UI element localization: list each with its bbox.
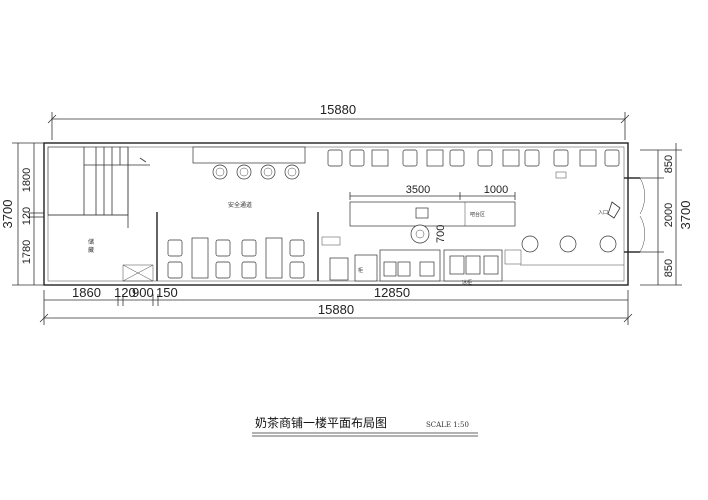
room-label-storage-2: 藏: [88, 246, 94, 254]
lower-left-dining: [167, 237, 305, 279]
dim-counter-depth: 700: [435, 225, 447, 243]
title-scale: SCALE 1:50: [426, 421, 469, 429]
dim-right-seg-3: 850: [663, 259, 675, 277]
dim-bottom-seg-1: 1860: [72, 285, 101, 300]
dim-top-overall: 15880: [320, 102, 356, 117]
dim-bottom-seg-2: 120: [114, 285, 136, 300]
entrance-label: 入口: [598, 210, 608, 216]
right-dimensions: 850 2000 850 3700: [640, 143, 693, 286]
room-label-storage: 储: [88, 238, 94, 246]
counter-label: 吧台区: [470, 211, 485, 218]
dim-bottom-seg-4: 150: [156, 285, 178, 300]
dim-right-overall: 3700: [678, 201, 693, 230]
dim-left-overall: 3700: [0, 200, 15, 229]
top-counter-bar: [192, 146, 306, 180]
cabinet-label: 柜: [358, 267, 363, 274]
top-right-seating: [327, 149, 620, 179]
dim-bottom-seg-5: 12850: [374, 285, 410, 300]
top-dimension: 15880: [47, 102, 630, 140]
dim-counter-extension: 1000: [484, 184, 508, 196]
left-dimensions: 3700 1800 120 1780: [0, 142, 44, 286]
dim-counter-length: 3500: [406, 184, 430, 196]
small-cabinet: [122, 264, 154, 282]
dim-left-seg-3: 1780: [21, 240, 33, 264]
dim-bottom-seg-3: 900: [132, 285, 154, 300]
dim-right-seg-1: 850: [663, 155, 675, 173]
title-main: 奶茶商铺一楼平面布局图: [255, 415, 387, 430]
service-counter: 3500 1000 吧台区 700: [349, 184, 516, 244]
fridge-label: 冰柜: [462, 279, 472, 286]
label-safety-aisle: 安全通道: [228, 201, 252, 209]
stair-area: 储 藏: [47, 146, 150, 254]
kitchen-equipment: 柜 冰柜: [321, 236, 522, 286]
dim-left-seg-2: 120: [21, 207, 33, 225]
entrance-area: 入口: [520, 177, 646, 266]
bottom-dimension: 15880: [39, 302, 633, 323]
dim-right-seg-2: 2000: [663, 203, 675, 227]
dim-bottom-overall: 15880: [318, 302, 354, 317]
drawing-title: 奶茶商铺一楼平面布局图 SCALE 1:50: [252, 415, 478, 437]
bottom-seg-dimensions: 1860 120 900 150 12850: [43, 285, 629, 325]
dim-left-seg-1: 1800: [21, 168, 33, 192]
